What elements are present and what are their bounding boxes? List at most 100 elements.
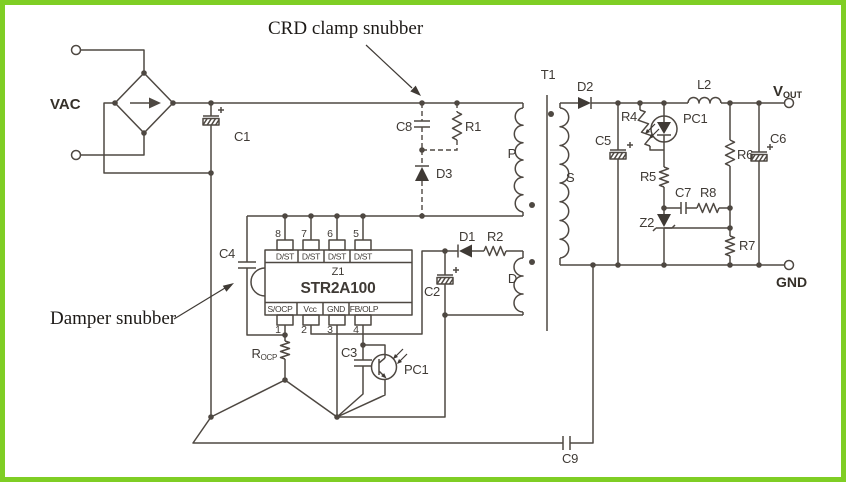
ic-ref-label: Z1 [332,266,345,278]
ic-pin8-number: 8 [275,228,281,240]
winding-primary [513,107,524,213]
ic-pin7-number: 7 [301,228,307,240]
ic-pin4-number: 4 [353,324,359,336]
crd-callout-label: CRD clamp snubber [268,18,424,39]
capacitor-c3 [354,359,372,367]
ic-notch [250,267,266,297]
ic-pin6-number: 6 [327,228,333,240]
capacitor-c2 [436,266,460,285]
capacitor-c9 [562,436,571,450]
zener-z2 [652,214,676,232]
vout-terminal [783,97,795,109]
ic-pin4-name: FB/OLP [350,304,379,314]
ic-pin-boxes [276,239,372,326]
damper-callout-arrow [173,283,234,320]
winding-secondary [559,107,570,259]
c3-label: C3 [341,345,357,360]
c6-label: C6 [770,131,786,146]
c4-label: C4 [219,246,235,261]
ac-input-terminal-bottom [70,149,82,161]
damper-callout-label: Damper snubber [50,308,177,329]
ic-pin7-name: D/ST [302,252,320,262]
capacitor-c4 [238,261,256,269]
ac-input-terminal-top [70,44,82,56]
resistor-r1 [451,111,463,141]
ic-pin5-number: 5 [353,228,359,240]
resistor-r7 [724,235,736,257]
d3-label: D3 [436,166,452,181]
rocp-label: ROCP [251,346,277,362]
transformer-t1 [513,95,570,331]
inductor-l2 [687,96,722,104]
r4-label: R4 [621,109,637,124]
z2-label: Z2 [639,215,654,230]
capacitor-c8 [414,120,430,128]
vout-label: VOUT [773,83,803,100]
light-emission-arrows-icon [645,123,660,139]
capacitor-c6 [750,143,774,162]
resistor-r2 [483,245,507,257]
polarity-dot-aux [529,259,535,265]
r7-label: R7 [739,238,755,253]
r5-label: R5 [640,169,656,184]
c7-label: C7 [675,185,691,200]
wire [80,49,785,444]
r2-label: R2 [487,229,503,244]
aux-winding-label: D [508,271,517,286]
ic-pin1-name: S/OCP [268,304,294,314]
c8-label: C8 [396,119,412,134]
ic-pin8-name: D/ST [276,252,294,262]
d2-label: D2 [577,79,593,94]
pc1-secondary-label: PC1 [683,111,707,126]
resistor-rocp [279,340,291,360]
capacitor-c5 [609,141,634,160]
bridge-arrow-icon [149,97,161,109]
secondary-winding-label: S [566,170,575,185]
r8-label: R8 [700,185,716,200]
diode-d3 [415,165,429,181]
diode-d2 [578,97,592,109]
vac-label: VAC [50,96,81,113]
crd-callout-arrow [365,44,421,96]
gnd-label: GND [776,274,807,290]
ic-str2a100 [250,239,413,326]
polarity-dot-primary [529,202,535,208]
d1-label: D1 [459,229,475,244]
capacitor-c1 [202,106,225,126]
ic-pin2-name: Vcc [303,304,317,314]
ic-pin3-name: GND [327,304,345,314]
winding-aux [513,257,524,313]
l2-label: L2 [697,77,711,92]
optocoupler-phototransistor-pc1 [370,348,408,381]
diode-d1 [457,244,472,258]
crd-snubber-dashed-wire [421,103,458,216]
c2-label: C2 [424,284,440,299]
resistor-r5 [658,166,670,188]
light-receiving-arrows-icon [393,348,408,364]
ic-pin3-number: 3 [327,324,333,336]
pc1-primary-label: PC1 [404,362,428,377]
gnd-terminal [783,259,795,271]
c5-label: C5 [595,133,611,148]
ic-pin-cell-lines [265,250,412,315]
ic-pin5-name: D/ST [354,252,372,262]
ic-pin1-number: 1 [275,324,281,336]
t1-label: T1 [541,67,556,82]
optocoupler-led-pc1 [645,115,678,143]
resistor-r4 [637,109,653,147]
c1-label: C1 [234,129,250,144]
ic-pin2-number: 2 [301,324,307,336]
primary-winding-label: P [508,146,516,161]
resistor-r6 [724,139,736,167]
resistor-r8 [696,202,720,214]
ic-pin6-name: D/ST [328,252,346,262]
junction-dots [112,70,762,420]
c9-label: C9 [562,451,578,466]
capacitor-c7 [680,202,687,214]
r6-label: R6 [737,147,753,162]
r1-label: R1 [465,119,481,134]
ic-part-label: STR2A100 [300,280,375,297]
